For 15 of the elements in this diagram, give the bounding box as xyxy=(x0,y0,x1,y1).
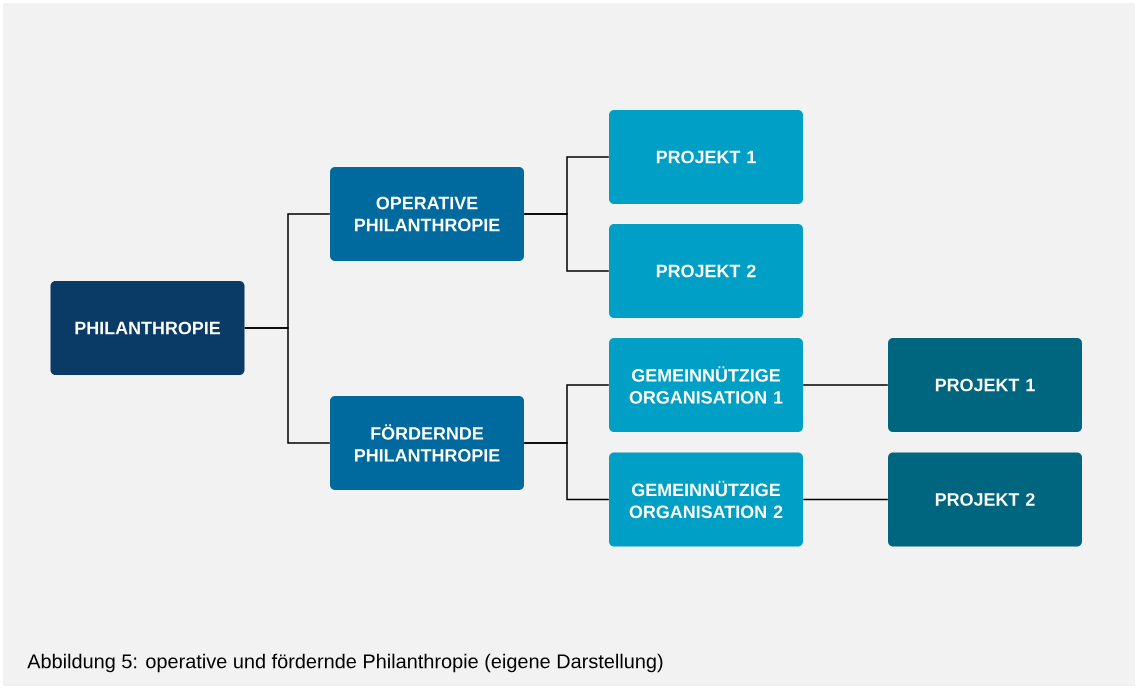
process-box: GEMEINNÜTZIGE ORGANISATION 2 xyxy=(609,452,803,547)
process-box: FÖRDERNDE PHILANTHROPIE xyxy=(330,396,524,490)
connector-line xyxy=(243,327,331,444)
process-box: PROJEKT 2 xyxy=(609,224,803,318)
connector-line xyxy=(802,384,889,386)
caption: Abbildung 5: operative und fördernde Philanthropie (eigene Darstellung) xyxy=(27,653,663,673)
connector-line xyxy=(523,442,610,501)
process-box: PROJEKT 2 xyxy=(888,452,1082,547)
process-box: PROJEKT 1 xyxy=(609,110,803,204)
process-box: PROJEKT 1 xyxy=(888,338,1082,432)
process-box: GEMEINNÜTZIGE ORGANISATION 1 xyxy=(609,338,803,432)
connector-line xyxy=(802,498,889,501)
process-box: OPERATIVE PHILANTHROPIE xyxy=(330,167,524,261)
connector-line xyxy=(523,213,610,272)
process-box: PHILANTHROPIE xyxy=(50,281,245,375)
